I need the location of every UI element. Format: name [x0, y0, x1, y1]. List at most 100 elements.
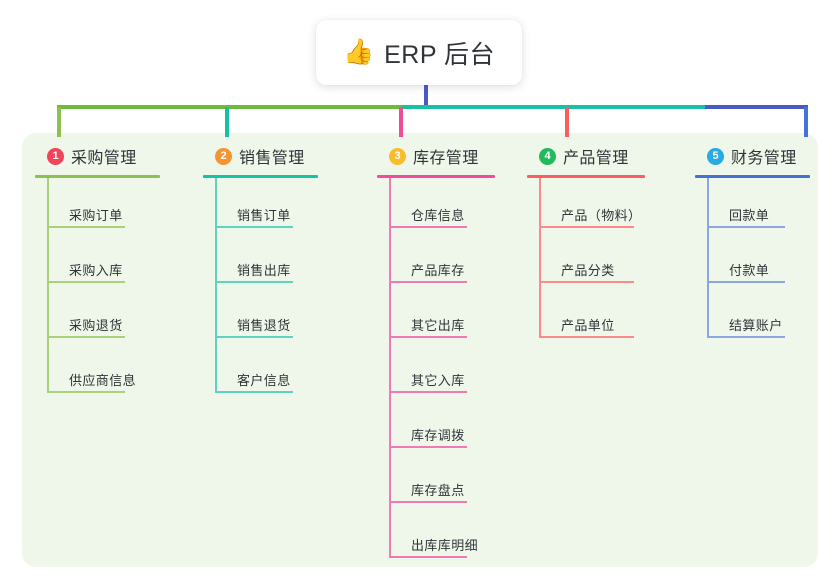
list-item[interactable]: 其它入库	[377, 343, 495, 398]
list-item[interactable]: 客户信息	[203, 343, 318, 398]
list-item-rule	[215, 336, 293, 338]
root-node-card[interactable]: 👍 ERP 后台	[316, 20, 522, 85]
root-node-label: ERP 后台	[384, 40, 496, 69]
list-item-rule	[389, 446, 467, 448]
list-item-label: 销售退货	[237, 318, 291, 333]
list-item-label: 供应商信息	[69, 373, 137, 388]
column-items: 回款单付款单结算账户	[695, 178, 810, 343]
list-item-label: 付款单	[729, 263, 770, 278]
list-item-label: 库存盘点	[411, 483, 465, 498]
column-财务管理: 5 财务管理回款单付款单结算账户	[695, 143, 810, 343]
list-item[interactable]: 销售退货	[203, 288, 318, 343]
list-item-rule	[215, 281, 293, 283]
list-item[interactable]: 销售出库	[203, 233, 318, 288]
list-item-rule	[47, 391, 125, 393]
connector-bus-green	[57, 105, 402, 109]
column-header-rule	[203, 175, 318, 178]
list-item-label: 回款单	[729, 208, 770, 223]
list-item[interactable]: 产品库存	[377, 233, 495, 288]
list-item-rule	[47, 226, 125, 228]
column-spine	[539, 178, 541, 338]
list-item-rule	[389, 281, 467, 283]
list-item-label: 销售出库	[237, 263, 291, 278]
column-spine	[215, 178, 217, 393]
list-item[interactable]: 结算账户	[695, 288, 810, 343]
connector-drop-4	[565, 107, 569, 137]
list-item-rule	[215, 391, 293, 393]
column-spine	[47, 178, 49, 393]
list-item[interactable]: 库存调拨	[377, 398, 495, 453]
column-spine	[707, 178, 709, 338]
list-item[interactable]: 库存盘点	[377, 453, 495, 508]
list-item-rule	[47, 281, 125, 283]
list-item[interactable]: 产品（物料）	[527, 178, 645, 233]
list-item[interactable]: 采购订单	[35, 178, 160, 233]
list-item-rule	[539, 226, 634, 228]
list-item-rule	[539, 281, 634, 283]
column-badge-2: 2	[215, 147, 232, 165]
connector-drop-2	[225, 107, 229, 137]
column-badge-3: 3	[389, 147, 406, 165]
connector-drop-1	[57, 107, 61, 137]
column-header-2[interactable]: 2 销售管理	[203, 143, 318, 169]
column-库存管理: 3 库存管理仓库信息产品库存其它出库其它入库库存调拨库存盘点出库库明细	[377, 143, 495, 563]
column-badge-4: 4	[539, 147, 556, 165]
connector-drop-3	[399, 107, 403, 137]
list-item[interactable]: 采购退货	[35, 288, 160, 343]
column-销售管理: 2 销售管理销售订单销售出库销售退货客户信息	[203, 143, 318, 398]
list-item-label: 仓库信息	[411, 208, 465, 223]
column-header-rule	[377, 175, 495, 178]
column-header-rule	[695, 175, 810, 178]
list-item-label: 产品分类	[561, 263, 615, 278]
list-item[interactable]: 产品单位	[527, 288, 645, 343]
list-item-label: 采购退货	[69, 318, 123, 333]
column-items: 仓库信息产品库存其它出库其它入库库存调拨库存盘点出库库明细	[377, 178, 495, 563]
list-item[interactable]: 其它出库	[377, 288, 495, 343]
list-item[interactable]: 采购入库	[35, 233, 160, 288]
column-header-3[interactable]: 3 库存管理	[377, 143, 495, 169]
list-item[interactable]: 仓库信息	[377, 178, 495, 233]
list-item-label: 产品库存	[411, 263, 465, 278]
column-title: 财务管理	[731, 150, 797, 167]
list-item[interactable]: 产品分类	[527, 233, 645, 288]
list-item[interactable]: 供应商信息	[35, 343, 160, 398]
connector-bus-teal	[399, 105, 705, 109]
thumbs-up-icon: 👍	[342, 38, 375, 66]
list-item-label: 采购订单	[69, 208, 123, 223]
list-item-label: 销售订单	[237, 208, 291, 223]
list-item-label: 其它入库	[411, 373, 465, 388]
list-item-label: 出库库明细	[411, 538, 479, 553]
column-badge-5: 5	[707, 147, 724, 165]
list-item-rule	[707, 336, 785, 338]
list-item[interactable]: 付款单	[695, 233, 810, 288]
diagram-panel	[22, 133, 818, 567]
list-item-rule	[539, 336, 634, 338]
list-item[interactable]: 出库库明细	[377, 508, 495, 563]
column-items: 采购订单采购入库采购退货供应商信息	[35, 178, 160, 398]
list-item-rule	[389, 336, 467, 338]
connector-drop-5	[804, 107, 808, 137]
list-item-label: 客户信息	[237, 373, 291, 388]
list-item-rule	[389, 501, 467, 503]
column-title: 库存管理	[413, 150, 479, 167]
list-item[interactable]: 销售订单	[203, 178, 318, 233]
column-spine	[389, 178, 391, 558]
list-item-label: 结算账户	[729, 318, 783, 333]
list-item-label: 库存调拨	[411, 428, 465, 443]
list-item-rule	[47, 336, 125, 338]
list-item-label: 产品单位	[561, 318, 615, 333]
column-badge-1: 1	[47, 147, 64, 165]
list-item-label: 其它出库	[411, 318, 465, 333]
list-item-label: 采购入库	[69, 263, 123, 278]
list-item-rule	[389, 556, 467, 558]
column-items: 销售订单销售出库销售退货客户信息	[203, 178, 318, 398]
list-item-rule	[389, 391, 467, 393]
column-header-5[interactable]: 5 财务管理	[695, 143, 810, 169]
root-connector-stem	[424, 84, 428, 109]
list-item[interactable]: 回款单	[695, 178, 810, 233]
column-title: 销售管理	[239, 150, 305, 167]
